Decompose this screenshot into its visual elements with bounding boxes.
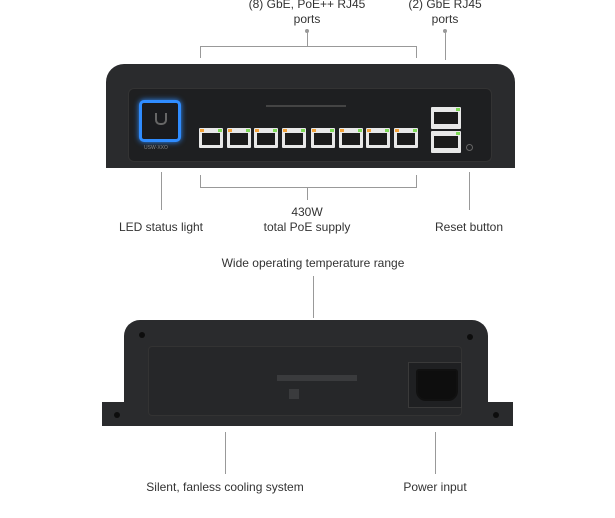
bracket-tick xyxy=(416,46,417,58)
screw-icon xyxy=(139,332,145,338)
cooling-label: Silent, fanless cooling system xyxy=(146,480,304,494)
poe-port-3 xyxy=(254,128,278,148)
ubiquiti-logo-icon xyxy=(155,113,167,125)
poe-port-5 xyxy=(311,128,335,148)
qr-code xyxy=(289,389,299,399)
uplink-ports-line2: ports xyxy=(431,12,459,26)
poe-port-1 xyxy=(199,128,223,148)
bracket-bottom xyxy=(200,187,417,188)
reset-label: Reset button xyxy=(434,220,504,234)
uplink-ports-line1: (2) GbE RJ45 xyxy=(408,0,482,11)
model-label: USW·XXO xyxy=(144,145,168,151)
poe-port-2 xyxy=(226,128,251,148)
regulatory-marks xyxy=(277,375,357,381)
bracket-tick xyxy=(416,175,417,187)
uplink-port-2 xyxy=(431,131,461,153)
poe-port-7 xyxy=(366,128,390,148)
poe-port-6 xyxy=(338,128,363,148)
bracket-tick xyxy=(200,175,201,187)
reset-button[interactable] xyxy=(466,144,473,151)
led-label: LED status light xyxy=(118,220,204,234)
uplink-port-1 xyxy=(431,107,461,129)
poe-supply-line1: 430W xyxy=(291,205,323,219)
switch-front: USW·XXO xyxy=(106,64,515,168)
poe-ports-line1: (8) GbE, PoE++ RJ45 xyxy=(248,0,366,11)
power-input xyxy=(408,362,462,408)
bracket-tick xyxy=(200,46,201,58)
screw-icon xyxy=(493,412,499,418)
callout-line xyxy=(445,31,446,60)
poe-port-8 xyxy=(393,128,418,148)
poe-ports-line2: ports xyxy=(293,12,321,26)
screw-icon xyxy=(467,334,473,340)
callout-line xyxy=(161,172,162,210)
poe-port-4 xyxy=(281,128,306,148)
poe-supply-line2: total PoE supply xyxy=(263,220,351,234)
led-status-light xyxy=(139,100,181,142)
bracket-top xyxy=(200,46,417,47)
callout-line xyxy=(225,432,226,474)
callout-line xyxy=(307,187,308,200)
iec-power-socket-icon xyxy=(416,369,458,401)
callout-line xyxy=(313,276,314,318)
power-label: Power input xyxy=(403,480,467,494)
callout-line xyxy=(469,172,470,210)
callout-line xyxy=(307,31,308,46)
status-leds xyxy=(266,105,346,107)
callout-line xyxy=(435,432,436,474)
screw-icon xyxy=(114,412,120,418)
temperature-label: Wide operating temperature range xyxy=(221,256,405,270)
